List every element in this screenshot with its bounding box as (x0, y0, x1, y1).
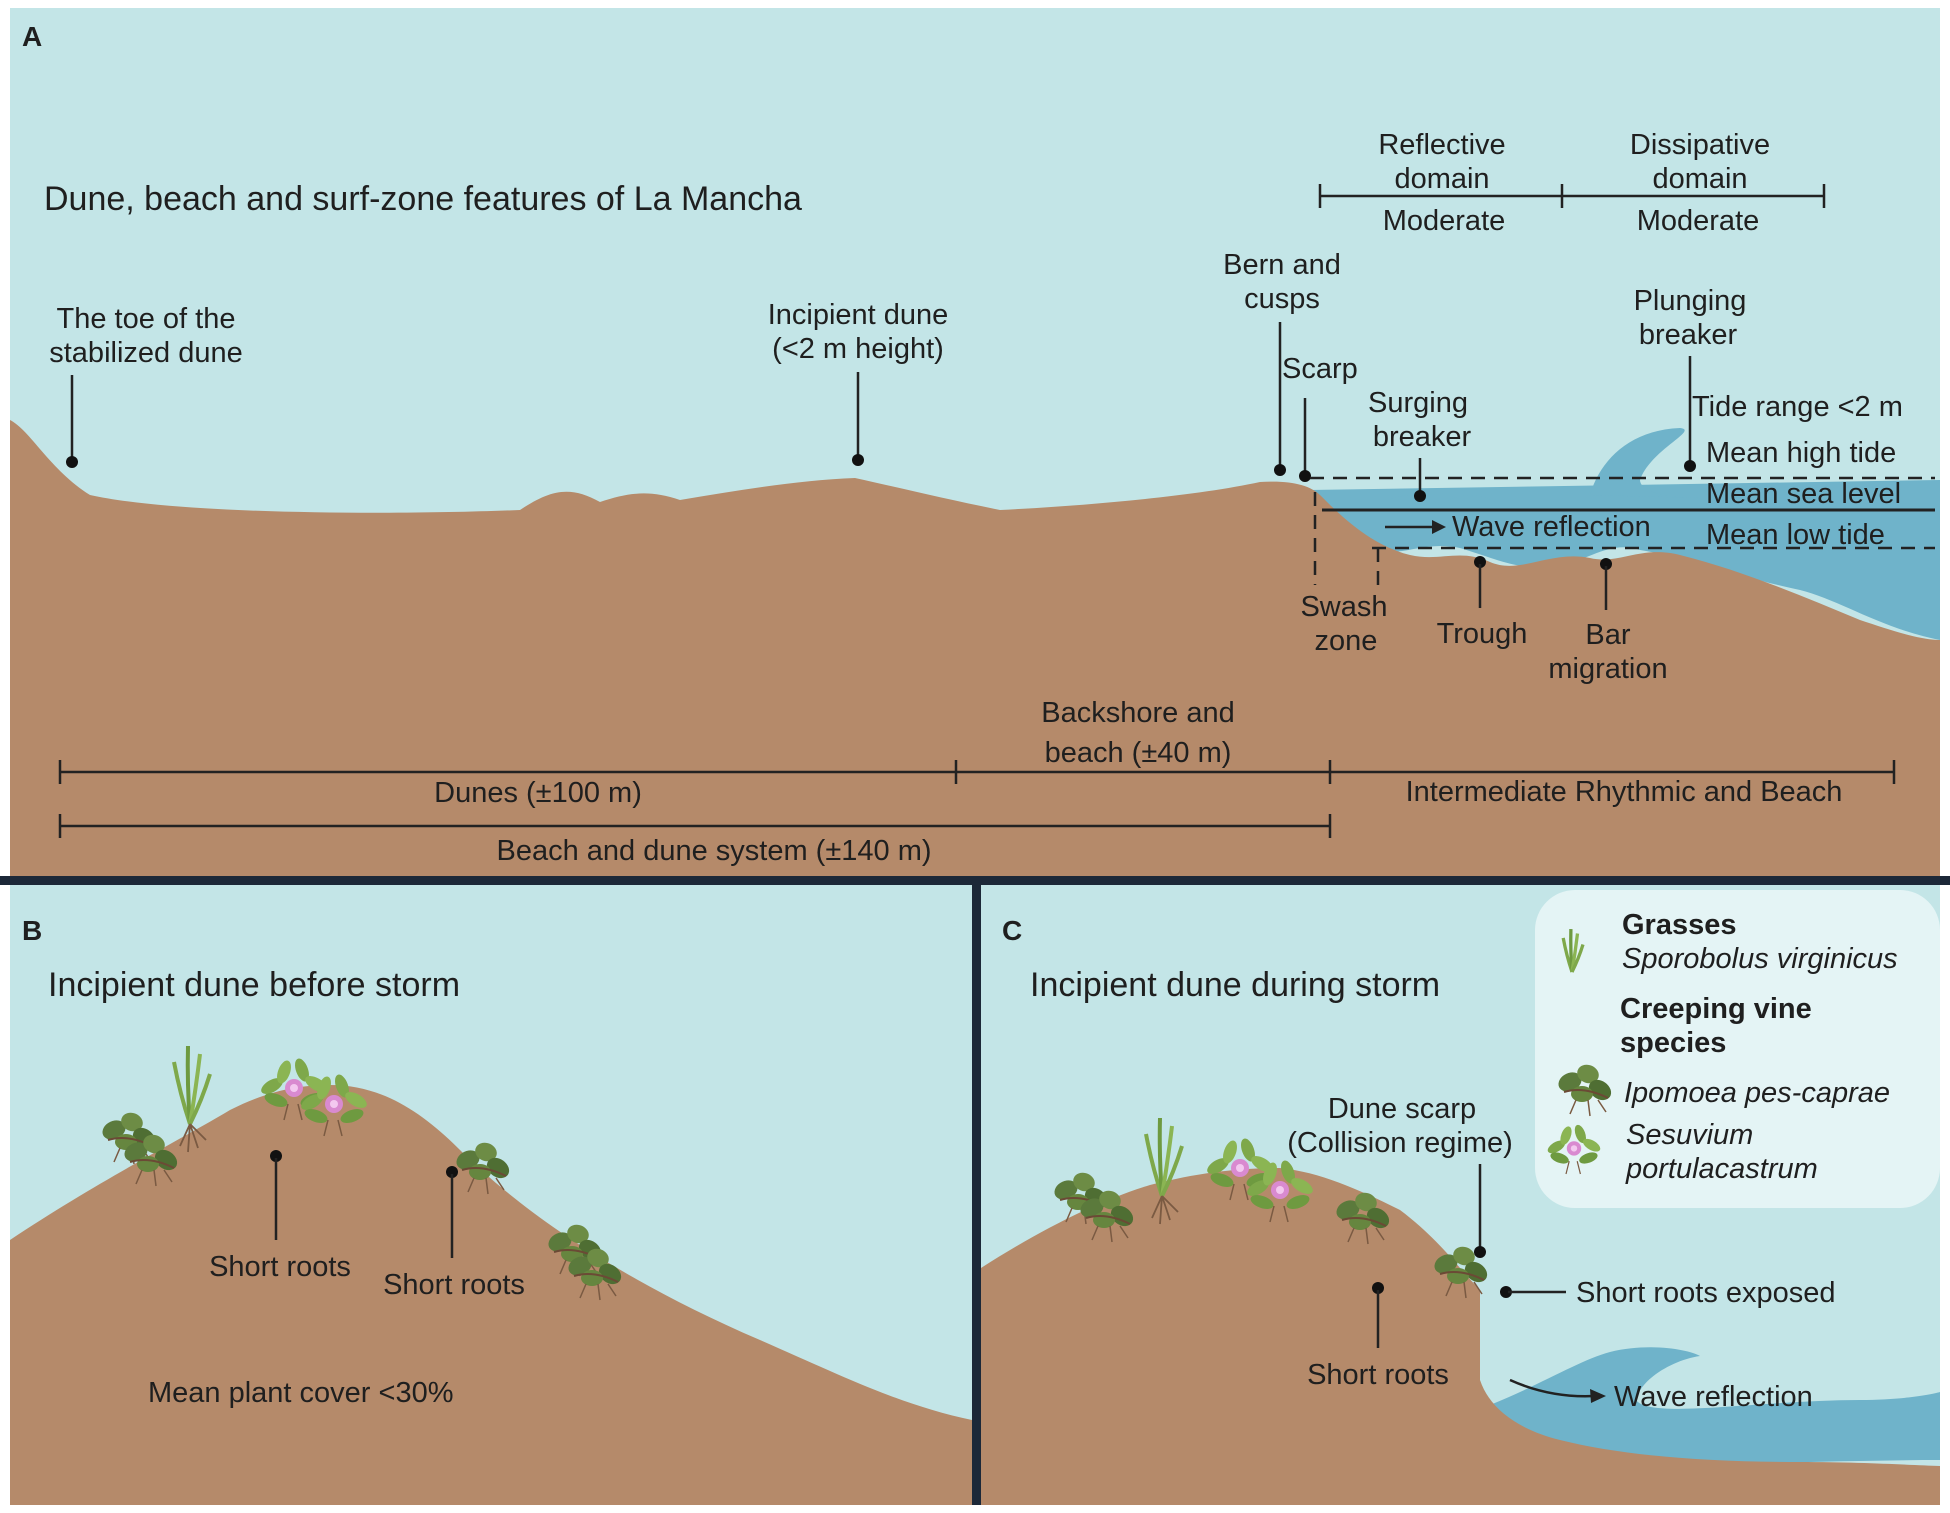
dunes-label: Dunes (±100 m) (434, 777, 642, 809)
system-label: Beach and dune system (±140 m) (496, 835, 931, 867)
domain-scale (1318, 184, 1826, 208)
toe-label-line-2: stabilized dune (49, 337, 242, 369)
plunging-breaker-wave (1590, 428, 1700, 498)
legend-sesuvium-line-1: Sesuvium (1626, 1119, 1753, 1151)
bar-point (1600, 558, 1612, 570)
dune-scarp-point (1474, 1246, 1486, 1258)
panel-a-title: Dune, beach and surf-zone features of La… (44, 180, 802, 218)
mean-high-tide-label: Mean high tide (1706, 437, 1896, 469)
plunging-label-line-2: breaker (1639, 319, 1738, 351)
bern-label-line-2: cusps (1244, 283, 1320, 315)
wave-reflection-arrow-c (1509, 1378, 1595, 1398)
toe-label-line-1: The toe of the (57, 303, 236, 335)
legend-sesuvium-line-2: portulacastrum (1625, 1153, 1818, 1185)
dissipative-label-line-2: domain (1652, 163, 1747, 195)
reflective-label-line-1: Reflective (1378, 129, 1505, 161)
panel-c: C Incipient dune during storm Dune scarp… (981, 885, 1940, 1505)
trough-label: Trough (1437, 618, 1528, 650)
surging-breaker-wave (1380, 495, 1500, 505)
trough-point (1474, 556, 1486, 568)
wave-reflection-arrowhead (1432, 520, 1446, 534)
short-roots-exposed-point (1500, 1286, 1512, 1298)
moderate-label-2: Moderate (1637, 205, 1760, 237)
short-roots-exposed-label: Short roots exposed (1576, 1277, 1836, 1309)
incipient-label-line-1: Incipient dune (768, 299, 949, 331)
panel-b-dune (10, 1085, 972, 1505)
bar-label-line-1: Bar (1585, 619, 1630, 651)
wave-reflection-label-c: Wave reflection (1614, 1381, 1813, 1413)
short-roots-point-2 (446, 1166, 458, 1178)
panel-a-tag: A (22, 21, 42, 52)
legend-grasses-species: Sporobolus virginicus (1622, 943, 1898, 975)
panel-c-dune (981, 1168, 1940, 1505)
vertical-divider (972, 880, 981, 1505)
intermediate-label: Intermediate Rhythmic and Beach (1406, 776, 1843, 808)
legend-grass-icon (1561, 929, 1585, 973)
panel-a-water (1310, 480, 1940, 640)
scarp-point (1299, 470, 1311, 482)
incipient-label-line-2: (<2 m height) (772, 333, 944, 365)
legend-grasses-heading: Grasses (1622, 909, 1737, 941)
panel-a-sand (10, 420, 1940, 878)
system-scale-bar (58, 814, 1332, 838)
short-roots-label-1: Short roots (209, 1251, 351, 1283)
swash-label-line-2: zone (1315, 625, 1378, 657)
panel-c-water (1490, 1347, 1940, 1463)
legend: Grasses Sporobolus virginicus Creeping v… (1545, 909, 1898, 1185)
legend-box (1535, 890, 1940, 1208)
wave-reflection-arrowhead-c (1590, 1389, 1606, 1403)
reflective-label-line-2: domain (1394, 163, 1489, 195)
plant-cover-label: Mean plant cover <30% (148, 1377, 454, 1409)
panel-a: A Dune, beach and surf-zone features of … (10, 8, 1940, 878)
backshore-label-line-2: beach (±40 m) (1045, 737, 1232, 769)
incipient-point (852, 454, 864, 466)
short-roots-label-2: Short roots (383, 1269, 525, 1301)
short-roots-point-c (1372, 1282, 1384, 1294)
legend-ipomoea: Ipomoea pes-caprae (1624, 1077, 1890, 1109)
bern-label-line-1: Bern and (1223, 249, 1341, 281)
tide-range-label: Tide range <2 m (1692, 391, 1903, 423)
plunging-point (1684, 460, 1696, 472)
dune-scarp-label-line-2: (Collision regime) (1287, 1127, 1513, 1159)
zone-scale-bar (58, 760, 1896, 784)
panel-b-tag: B (22, 915, 42, 946)
legend-vine-heading-line-1: Creeping vine (1620, 993, 1812, 1025)
surging-point (1414, 490, 1426, 502)
dune-scarp-label-line-1: Dune scarp (1328, 1093, 1476, 1125)
plunging-label-line-1: Plunging (1634, 285, 1747, 317)
backshore-label-line-1: Backshore and (1041, 697, 1234, 729)
panel-c-tag: C (1002, 915, 1022, 946)
dissipative-label-line-1: Dissipative (1630, 129, 1770, 161)
toe-point (66, 456, 78, 468)
panel-b-title: Incipient dune before storm (48, 966, 460, 1004)
panel-b: B Incipient dune before storm Short root… (10, 885, 972, 1505)
mean-low-tide-label: Mean low tide (1706, 519, 1885, 551)
surging-label-line-2: breaker (1373, 421, 1472, 453)
scarp-label: Scarp (1282, 353, 1358, 385)
panel-c-title: Incipient dune during storm (1030, 966, 1440, 1004)
moderate-label-1: Moderate (1383, 205, 1506, 237)
legend-vine-heading-line-2: species (1620, 1027, 1726, 1059)
surging-label-line-1: Surging (1368, 387, 1468, 419)
short-roots-label-c: Short roots (1307, 1359, 1449, 1391)
bern-point (1274, 464, 1286, 476)
short-roots-point-1 (270, 1150, 282, 1162)
mean-sea-level-label: Mean sea level (1706, 478, 1901, 510)
swash-label-line-1: Swash (1300, 591, 1387, 623)
wave-reflection-label: Wave reflection (1452, 511, 1651, 543)
bar-label-line-2: migration (1548, 653, 1667, 685)
